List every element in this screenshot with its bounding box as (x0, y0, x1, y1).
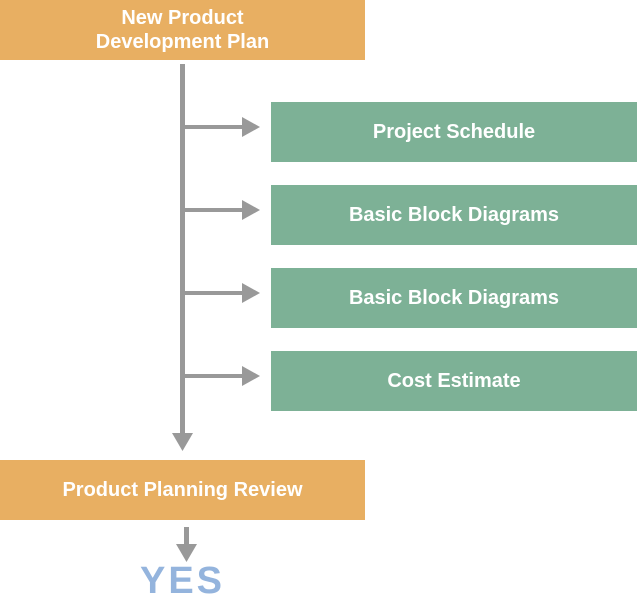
step-project-schedule: Project Schedule (271, 102, 637, 162)
review-node: Product Planning Review (0, 460, 365, 520)
outcome-arrow-line (184, 527, 189, 547)
branch-arrow (184, 366, 260, 386)
step-label: Basic Block Diagrams (348, 287, 560, 309)
branch-arrow (184, 200, 260, 220)
step-label: Basic Block Diagrams (348, 204, 560, 226)
outcome-yes: YES (139, 560, 226, 602)
branch-arrow (184, 283, 260, 303)
branch-arrow (184, 117, 260, 137)
review-label: Product Planning Review (62, 479, 303, 501)
start-label-line1: New Product (121, 7, 244, 29)
step-basic-block-diagrams-2: Basic Block Diagrams (271, 268, 637, 328)
step-label: Cost Estimate (387, 370, 521, 392)
trunk-arrowhead (172, 433, 193, 451)
step-basic-block-diagrams: Basic Block Diagrams (271, 185, 637, 245)
main-trunk-line (180, 64, 185, 436)
outcome-arrowhead (176, 544, 197, 562)
start-label-line2: Development Plan (95, 31, 270, 53)
start-node: New Product Development Plan (0, 0, 365, 60)
step-cost-estimate: Cost Estimate (271, 351, 637, 411)
step-label: Project Schedule (372, 121, 536, 143)
